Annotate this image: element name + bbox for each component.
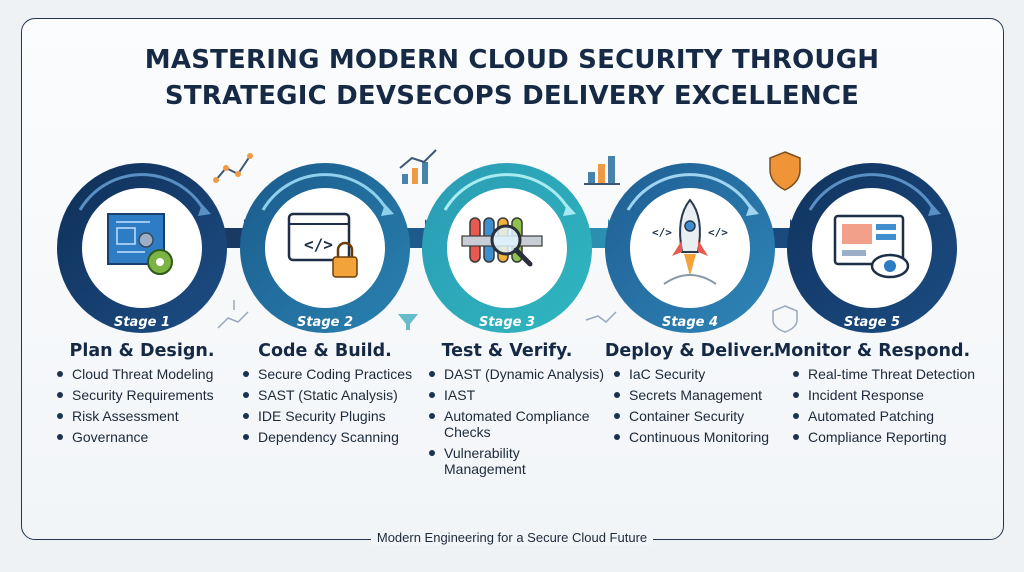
list-item: SAST (Static Analysis) — [242, 387, 418, 403]
list-item: Cloud Threat Modeling — [56, 366, 226, 382]
stage-5-name: Monitor & Respond. — [773, 341, 971, 361]
title-line-2: STRATEGIC DEVSECOPS DELIVERY EXCELLENCE — [164, 81, 860, 111]
svg-text:</>: </> — [708, 226, 728, 239]
rocket-launch-icon: </> </> — [652, 198, 728, 285]
stage-4-name: Deploy & Deliver. — [604, 341, 776, 361]
stage-5-ring — [787, 163, 957, 333]
list-item: Dependency Scanning — [242, 429, 418, 445]
stage-4-list: IaC Security Secrets Management Containe… — [613, 366, 783, 450]
title-line-1: MASTERING MODERN CLOUD SECURITY THROUGH — [144, 45, 880, 75]
list-item: Container Security — [613, 408, 783, 424]
stage-1-badge: Stage 1 — [114, 315, 170, 330]
stage-5-list: Real-time Threat Detection Incident Resp… — [792, 366, 992, 450]
stage-2-list: Secure Coding Practices SAST (Static Ana… — [242, 366, 418, 450]
bar-trend-icon — [399, 149, 437, 184]
badge-shield-icon — [772, 305, 798, 333]
stage-3-list: DAST (Dynamic Analysis) IAST Automated C… — [428, 366, 608, 482]
stage-1-ring — [57, 163, 227, 333]
svg-text:</>: </> — [652, 226, 672, 239]
stage-1-name: Plan & Design. — [69, 341, 215, 361]
monitor-eye-icon — [833, 214, 910, 279]
blueprint-gear-icon — [107, 213, 173, 275]
list-item: Automated Patching — [792, 408, 992, 424]
small-graph-icon — [217, 300, 249, 329]
list-item: Compliance Reporting — [792, 429, 992, 445]
list-item: IaC Security — [613, 366, 783, 382]
stage-2-badge: Stage 2 — [297, 315, 353, 330]
stage-3-ring — [422, 163, 592, 333]
stage-2-name: Code & Build. — [258, 341, 392, 361]
list-item: IAST — [428, 387, 608, 403]
list-item: DAST (Dynamic Analysis) — [428, 366, 608, 382]
stage-2-ring: </> — [240, 163, 410, 333]
list-item: Secrets Management — [613, 387, 783, 403]
footer: Modern Engineering for a Secure Cloud Fu… — [0, 530, 1024, 545]
list-item: Automated Compliance Checks — [428, 408, 594, 440]
list-item: Risk Assessment — [56, 408, 226, 424]
stage-4-badge: Stage 4 — [662, 315, 718, 330]
stage-3-name: Test & Verify. — [441, 341, 573, 361]
line-chart-icon — [213, 153, 253, 183]
list-item: Incident Response — [792, 387, 992, 403]
stage-badges: Stage 1 Stage 2 Stage 3 Stage 4 Stage 5 — [114, 315, 900, 330]
svg-text:</>: </> — [304, 235, 333, 254]
stage-1-list: Cloud Threat Modeling Security Requireme… — [56, 366, 226, 450]
funnel-icon — [398, 314, 418, 330]
list-item: Vulnerability Management — [428, 445, 554, 477]
list-item: Continuous Monitoring — [613, 429, 783, 445]
bar-chart-icon — [584, 156, 620, 185]
code-window-lock-icon: </> — [287, 212, 358, 278]
stage-4-ring: </> </> — [605, 163, 775, 333]
list-item: Governance — [56, 429, 226, 445]
list-item: Secure Coding Practices — [242, 366, 418, 382]
stage-5-badge: Stage 5 — [844, 315, 900, 330]
stage-3-badge: Stage 3 — [479, 315, 535, 330]
list-item: Real-time Threat Detection — [792, 366, 992, 382]
shield-icon — [769, 151, 801, 191]
test-tubes-magnifier-icon — [461, 217, 543, 267]
trend-line-icon — [585, 311, 617, 323]
footer-text: Modern Engineering for a Secure Cloud Fu… — [370, 530, 654, 545]
list-item: Security Requirements — [56, 387, 226, 403]
list-item: IDE Security Plugins — [242, 408, 418, 424]
